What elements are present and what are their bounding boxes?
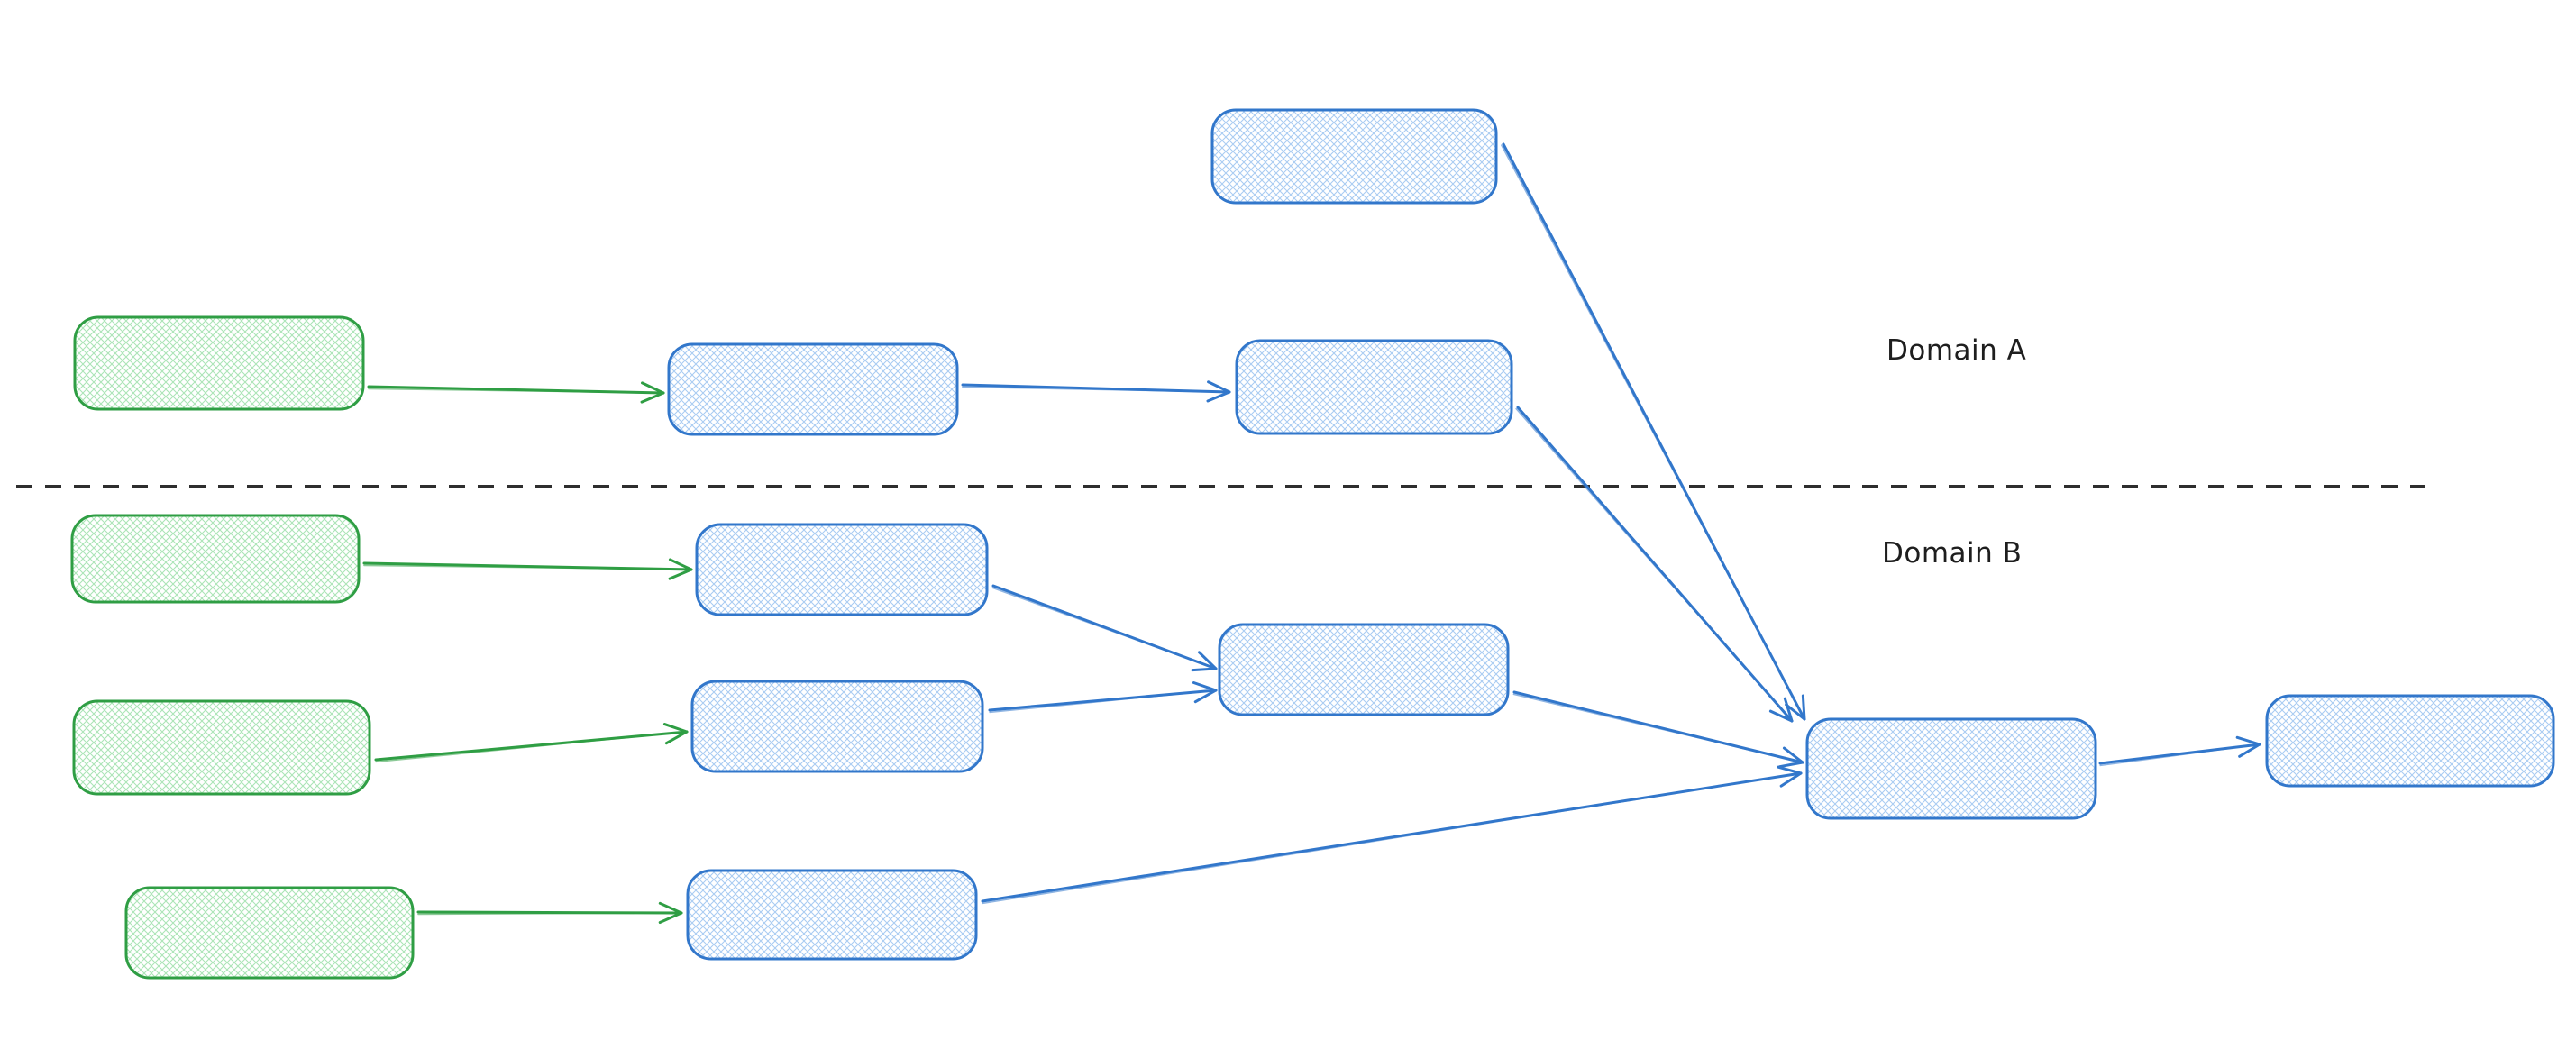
node-source-b3[interactable] [124, 886, 415, 980]
edge-source-b2-to-stage1-b2[interactable] [374, 723, 689, 763]
node-output[interactable] [2265, 694, 2555, 788]
edge-merge-b-to-sink[interactable] [1512, 690, 1804, 769]
edge-stage1-a-to-stage2-a[interactable] [961, 380, 1231, 403]
edge-external-a-to-sink[interactable] [1501, 142, 1806, 721]
node-merge-b[interactable] [1218, 623, 1510, 716]
node-source-b2[interactable] [72, 699, 371, 796]
node-stage1-b1[interactable] [695, 523, 989, 616]
domain-b-label[interactable]: Domain B [1882, 537, 2023, 570]
edge-stage1-b1-to-merge-b[interactable] [991, 584, 1218, 672]
edge-stage1-b3-to-sink[interactable] [981, 765, 1803, 905]
node-external-a[interactable] [1210, 108, 1498, 205]
node-stage1-b3[interactable] [686, 869, 978, 961]
node-source-b1[interactable] [70, 514, 361, 604]
domain-a-label[interactable]: Domain A [1886, 334, 2027, 367]
node-stage1-a[interactable] [667, 342, 959, 436]
edge-stage1-b2-to-merge-b[interactable] [988, 681, 1218, 714]
node-stage1-b2[interactable] [690, 680, 984, 773]
node-stage2-a[interactable] [1235, 339, 1513, 435]
edge-source-b3-to-stage1-b3[interactable] [416, 901, 683, 925]
node-source-a[interactable] [73, 315, 365, 411]
edge-sink-to-output[interactable] [2098, 735, 2261, 767]
edge-source-a-to-stage1-a[interactable] [367, 381, 665, 404]
node-sink[interactable] [1805, 717, 2097, 820]
edge-source-b1-to-stage1-b1[interactable] [362, 558, 693, 580]
edge-stage2-a-to-sink[interactable] [1515, 406, 1794, 723]
